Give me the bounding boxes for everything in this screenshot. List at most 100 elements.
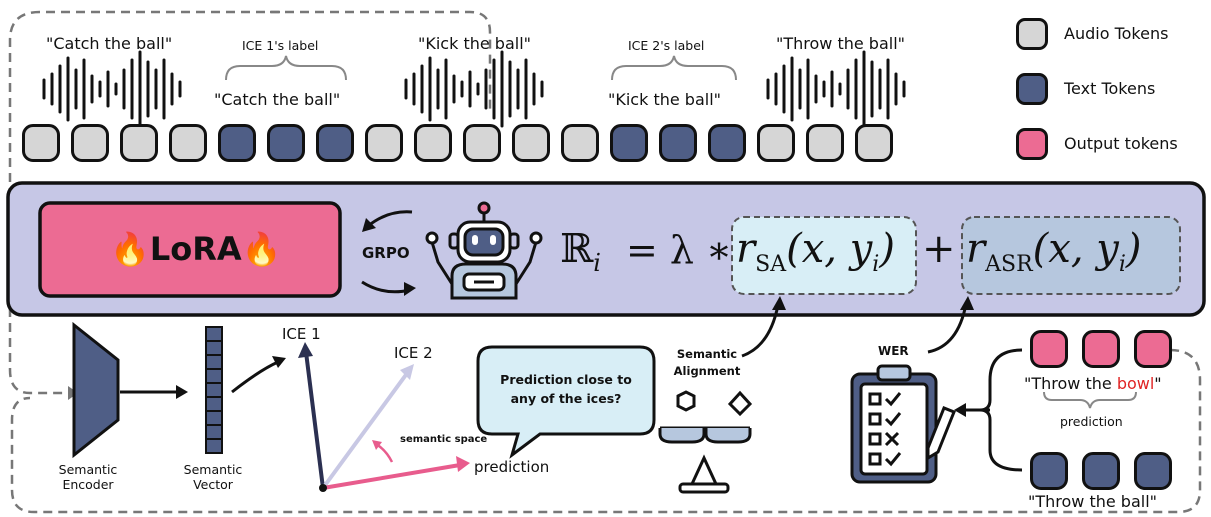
ground-truth-token bbox=[1134, 452, 1172, 490]
ice2-brace bbox=[611, 55, 737, 81]
bubble-line1: Prediction close to bbox=[500, 372, 632, 387]
audio-token bbox=[120, 124, 158, 162]
lora-box bbox=[38, 201, 342, 298]
reward-lhs: ℝi bbox=[560, 226, 601, 277]
r-asr-args: (x, y bbox=[1032, 226, 1119, 272]
wer-arrow bbox=[927, 303, 968, 354]
r-asr-subscript: ASR bbox=[985, 252, 1033, 277]
audio-token bbox=[169, 124, 207, 162]
r-asr-symbol: r bbox=[966, 226, 986, 272]
audio-token bbox=[561, 124, 599, 162]
audio-token bbox=[806, 124, 844, 162]
audio-quote-2: "Kick the ball" bbox=[418, 34, 531, 53]
prediction-quote-start: "Throw the bbox=[1024, 374, 1117, 393]
vector-to-space-arrow bbox=[231, 360, 279, 394]
output-token bbox=[1134, 330, 1172, 368]
output-token bbox=[1082, 330, 1120, 368]
ground-truth-token bbox=[1082, 452, 1120, 490]
encoder-label-line1: Semantic bbox=[58, 462, 118, 477]
fire-icon: 🔥 bbox=[241, 230, 282, 268]
semantic-vector bbox=[205, 326, 223, 454]
text-token bbox=[267, 124, 305, 162]
alignment-arrow bbox=[741, 304, 780, 358]
audio-token bbox=[414, 124, 452, 162]
ice2-vector bbox=[321, 370, 410, 490]
prediction-brace bbox=[1043, 391, 1137, 409]
alignment-line1: Semantic bbox=[676, 347, 738, 361]
ice2-axis-label: ICE 2 bbox=[394, 344, 433, 362]
waveform-3 bbox=[766, 50, 906, 128]
wer-label: WER bbox=[878, 344, 909, 358]
vector-label-line1: Semantic bbox=[183, 462, 243, 477]
audio-token bbox=[512, 124, 550, 162]
alignment-label: Semantic Alignment bbox=[672, 346, 742, 380]
encoder-label-line2: Encoder bbox=[62, 477, 114, 492]
r-sa-symbol: r bbox=[736, 226, 756, 272]
audio-token bbox=[855, 124, 893, 162]
legend-text-label: Text Tokens bbox=[1064, 79, 1156, 98]
dashed-loop-top bbox=[270, 10, 492, 112]
audio-quote-3: "Throw the ball" bbox=[776, 34, 906, 53]
prediction-quote-end: " bbox=[1154, 374, 1162, 393]
r-sa-term: rSA(x, yi) bbox=[736, 226, 895, 277]
vector-label-line2: Vector bbox=[193, 477, 233, 492]
reward-subscript: i bbox=[593, 249, 601, 277]
clipboard-icon bbox=[850, 364, 956, 484]
text-token bbox=[218, 124, 256, 162]
text-token bbox=[708, 124, 746, 162]
legend-output-label: Output tokens bbox=[1064, 134, 1178, 153]
legend-output-swatch bbox=[1016, 128, 1048, 160]
robot-icon bbox=[425, 201, 543, 300]
plus-sign: + bbox=[922, 226, 956, 272]
ice1-brace bbox=[225, 55, 347, 81]
audio-token bbox=[22, 124, 60, 162]
origin-dot bbox=[319, 484, 327, 492]
text-token bbox=[659, 124, 697, 162]
audio-quote-1: "Catch the ball" bbox=[46, 34, 173, 53]
audio-token bbox=[463, 124, 501, 162]
text-token bbox=[610, 124, 648, 162]
semantic-encoder bbox=[72, 321, 120, 459]
waveform-2 bbox=[404, 50, 544, 128]
prediction-quote: "Throw the bowl" bbox=[1024, 374, 1162, 393]
legend-audio-swatch bbox=[1016, 18, 1048, 50]
prediction-caption: prediction bbox=[1060, 414, 1123, 429]
audio-token bbox=[365, 124, 403, 162]
r-sa-args: (x, y bbox=[786, 226, 873, 272]
ground-truth-quote: "Throw the ball" bbox=[1028, 492, 1158, 511]
waveform-1 bbox=[42, 50, 182, 128]
ice2-label-text: "Kick the ball" bbox=[608, 90, 721, 109]
bubble-line2: any of the ices? bbox=[510, 391, 622, 406]
r-sa-args-sub: i bbox=[872, 252, 880, 277]
audio-token bbox=[757, 124, 795, 162]
ground-truth-token bbox=[1030, 452, 1068, 490]
grpo-label: GRPO bbox=[362, 244, 410, 262]
audio-token bbox=[71, 124, 109, 162]
r-asr-args-sub: i bbox=[1118, 252, 1126, 277]
r-asr-term: rASR(x, yi) bbox=[966, 226, 1142, 277]
vector-label: Semantic Vector bbox=[176, 462, 250, 492]
alignment-line2: Alignment bbox=[673, 364, 741, 378]
dashed-loop-bottom bbox=[10, 348, 1202, 514]
prediction-axis-label: prediction bbox=[474, 458, 550, 476]
text-token bbox=[316, 124, 354, 162]
prediction-vector bbox=[322, 463, 461, 490]
r-sa-subscript: SA bbox=[755, 252, 787, 277]
scale-icon bbox=[658, 390, 753, 494]
question-bubble-text: Prediction close to any of the ices? bbox=[484, 370, 648, 408]
output-token bbox=[1030, 330, 1068, 368]
ice2-label-caption: ICE 2's label bbox=[628, 38, 705, 53]
encoder-label: Semantic Encoder bbox=[52, 462, 124, 492]
sa-term-box bbox=[731, 216, 917, 295]
legend-text-swatch bbox=[1016, 73, 1048, 105]
semantic-space-label: semantic space bbox=[400, 434, 488, 445]
reward-eq: = λ ∗ bbox=[626, 228, 732, 272]
question-bubble bbox=[476, 345, 656, 459]
lora-label-group: 🔥LoRA🔥 bbox=[110, 230, 281, 268]
ice1-label-caption: ICE 1's label bbox=[242, 38, 319, 53]
reward-symbol: ℝ bbox=[560, 226, 594, 272]
fire-icon: 🔥 bbox=[110, 230, 150, 268]
prediction-error-word: bowl bbox=[1116, 374, 1155, 393]
branch-brace bbox=[979, 348, 1023, 472]
